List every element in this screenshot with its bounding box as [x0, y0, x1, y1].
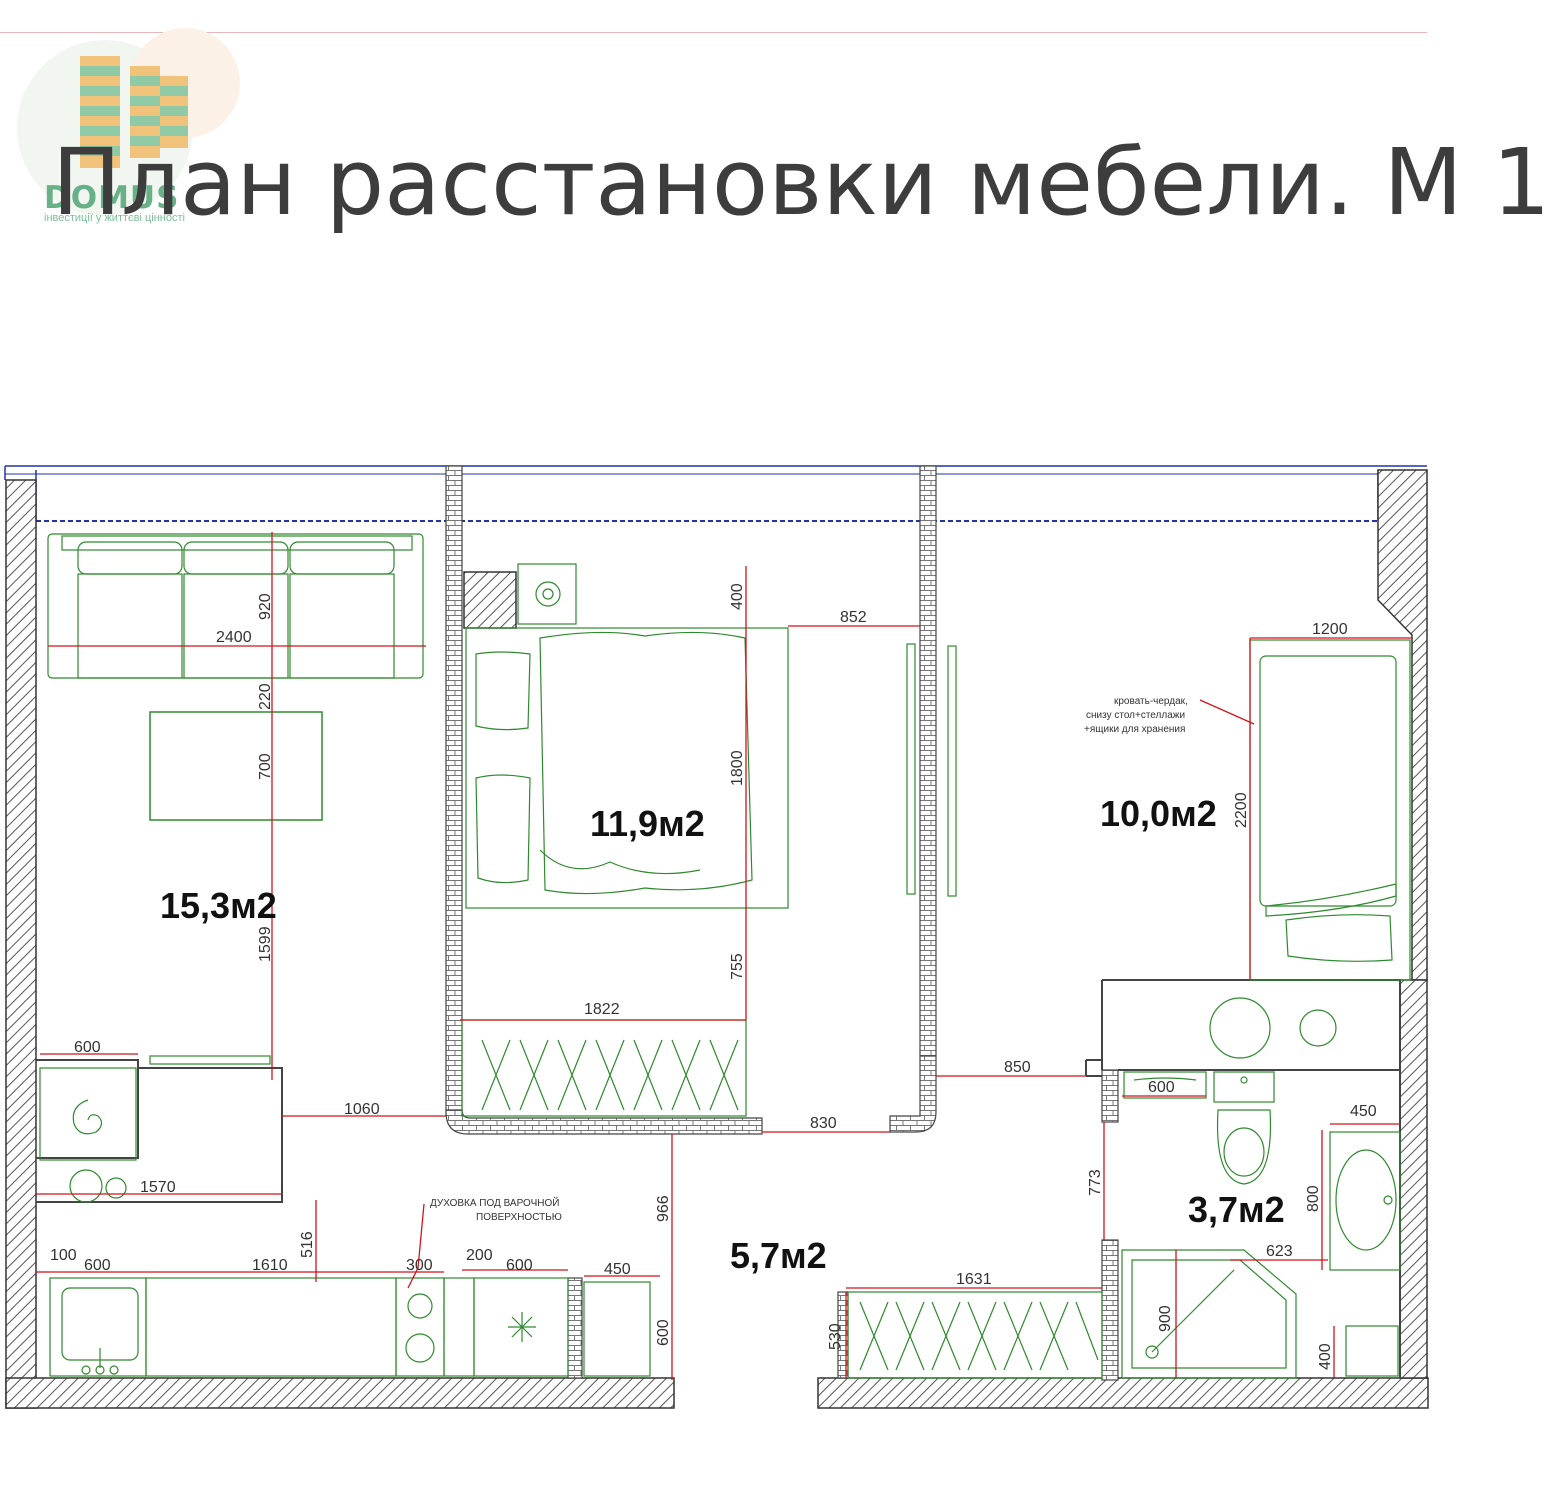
dimension-lines: [36, 532, 1412, 1380]
area-kids: 10,0м2: [1100, 793, 1217, 834]
dim-hall-1060: 1060: [344, 1101, 380, 1118]
area-living: 15,3м2: [160, 885, 277, 926]
double-bed: [465, 563, 789, 909]
note-oven-2: ПОВЕРХНОСТЬЮ: [476, 1212, 562, 1223]
dim-bath-623: 623: [1266, 1243, 1293, 1260]
dim-sofa-width: 2400: [216, 629, 252, 646]
dim-counter-1570: 1570: [140, 1179, 176, 1196]
exterior-walls: [5, 469, 1429, 1409]
loft-bed: [1249, 639, 1411, 981]
dim-living-1599: 1599: [257, 926, 274, 962]
dim-bed-852: 852: [840, 609, 867, 626]
room-areas: 15,3м2 11,9м2 10,0м2 3,7м2 5,7м2: [160, 793, 1285, 1276]
dim-bath-800: 800: [1305, 1185, 1322, 1212]
washing-machine: [39, 1067, 137, 1161]
kitchen-units: [49, 1277, 651, 1377]
dim-table-700: 700: [257, 753, 274, 780]
dim-bath-773: 773: [1087, 1169, 1104, 1196]
dim-k-600b: 600: [506, 1257, 533, 1274]
dim-hall-850: 850: [1004, 1059, 1031, 1076]
dim-wd-530: 530: [827, 1323, 844, 1350]
dim-bed-400: 400: [729, 583, 746, 610]
logo-wordmark: DOMUS: [44, 180, 180, 216]
note-loft-bed-1: кровать-чердак,: [1114, 696, 1188, 707]
area-hall: 5,7м2: [730, 1235, 827, 1276]
dim-bath-900: 900: [1157, 1305, 1174, 1332]
bedroom-wardrobe: [461, 1019, 747, 1117]
counter-sink-round: [69, 1169, 127, 1203]
note-loft-bed-2: снизу стол+стеллажи: [1086, 710, 1185, 721]
dim-hall-966: 966: [655, 1195, 672, 1222]
dim-bath-450: 450: [1350, 1103, 1377, 1120]
logo-tagline: інвестиції у життєві цінності: [44, 212, 185, 224]
dim-bath-600: 600: [1148, 1079, 1175, 1096]
coffee-table: [149, 711, 323, 821]
dim-k-450: 450: [604, 1261, 631, 1278]
dim-k-600c: 600: [655, 1319, 672, 1346]
dim-wd-1631: 1631: [956, 1271, 992, 1288]
dim-kid-2200: 2200: [1233, 792, 1250, 828]
annotations: кровать-чердак, снизу стол+стеллажи +ящи…: [430, 696, 1188, 1223]
window-band: [4, 465, 1427, 522]
floor-plan: 920 2400 220 700 1599 600 1060 1570 516 …: [4, 465, 1429, 1409]
dim-kid-1200: 1200: [1312, 621, 1348, 638]
dim-bath-400: 400: [1317, 1343, 1334, 1370]
note-oven-1: ДУХОВКА ПОД ВАРОЧНОЙ: [430, 1196, 559, 1209]
dim-bed-1822: 1822: [584, 1001, 620, 1018]
dim-k-100: 100: [50, 1247, 77, 1264]
page-title: План расстановки мебели. М 1: [52, 129, 1551, 236]
dim-bed-1800: 1800: [729, 750, 746, 786]
dim-hall-830: 830: [810, 1115, 837, 1132]
domus-logo-icon: [17, 28, 240, 216]
note-loft-bed-3: +ящики для хранения: [1084, 724, 1185, 735]
interior-partitions: [445, 465, 1119, 1381]
area-bath: 3,7м2: [1188, 1189, 1285, 1230]
dim-sofa-depth: 920: [257, 593, 274, 620]
top-rule: [0, 32, 1427, 33]
hall-wardrobe: [847, 1291, 1103, 1379]
dim-k-516: 516: [299, 1231, 316, 1258]
dim-fridge-600: 600: [74, 1039, 101, 1056]
dim-k-200: 200: [466, 1247, 493, 1264]
dim-k-600a: 600: [84, 1257, 111, 1274]
dim-gap-220: 220: [257, 683, 274, 710]
bathroom-fixtures: [1121, 997, 1401, 1379]
dim-k-300: 300: [406, 1257, 433, 1274]
dim-k-1610: 1610: [252, 1257, 288, 1274]
dim-bed-755: 755: [729, 953, 746, 980]
dimension-labels: 920 2400 220 700 1599 600 1060 1570 516 …: [50, 583, 1377, 1370]
thin-walls: [36, 979, 1401, 1378]
tv-stand: [149, 1055, 271, 1065]
doors-panels: [906, 643, 957, 897]
area-bedroom: 11,9м2: [590, 803, 705, 844]
sofa: [47, 533, 424, 679]
